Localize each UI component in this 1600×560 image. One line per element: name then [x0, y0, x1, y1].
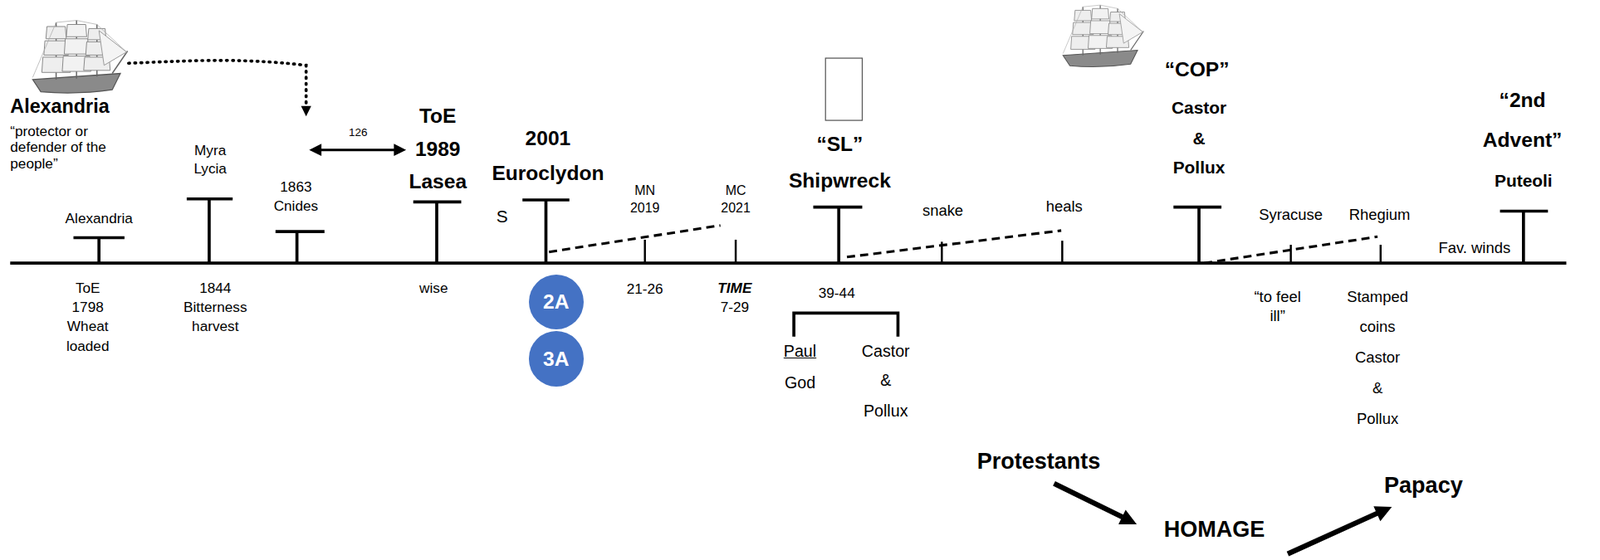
- timeline-label: Euroclydon: [491, 161, 604, 186]
- bracket: [793, 313, 898, 337]
- tick: [73, 237, 124, 264]
- timeline-label: Stamped: [1346, 288, 1409, 307]
- step-circle: 3A: [528, 331, 584, 387]
- timeline-label: &: [1192, 127, 1205, 149]
- tick: [643, 239, 646, 264]
- timeline-label: Lycia: [193, 160, 227, 178]
- timeline-label: 1863: [279, 178, 312, 196]
- timeline-label: MN: [634, 182, 656, 199]
- timeline-label: Rhegium: [1349, 205, 1411, 225]
- step-circle: 2A: [528, 274, 584, 330]
- empty-box: [825, 58, 862, 121]
- timeline-label: 2001: [525, 126, 572, 151]
- timeline-label: Fav. winds: [1438, 239, 1511, 258]
- timeline-label: Shipwreck: [788, 168, 891, 193]
- timeline-label: Alexandria: [65, 210, 133, 228]
- dashed-line: [548, 225, 720, 253]
- timeline-label: 1844: [199, 279, 231, 298]
- timeline-label: “SL”: [816, 132, 863, 157]
- timeline-label: Bitterness: [183, 298, 247, 317]
- timeline-label: Castor: [1171, 97, 1227, 118]
- homage-arrow: [1287, 513, 1378, 554]
- dotted-arrow: [128, 60, 307, 107]
- timeline-label: Pollux: [863, 401, 909, 422]
- timeline-label: 2021: [720, 200, 751, 216]
- timeline-label: wise: [419, 279, 448, 298]
- timeline-label: heals: [1046, 197, 1083, 216]
- tick: [275, 231, 325, 264]
- homage-arrow: [1054, 484, 1123, 519]
- timeline-label: “to feel: [1253, 288, 1301, 307]
- timeline-label: coins: [1360, 318, 1396, 337]
- timeline-label: S: [496, 205, 509, 227]
- timeline-label: “protector or defender of the people”: [9, 123, 135, 173]
- ship-illustration: [1062, 4, 1144, 67]
- dashed-line: [1203, 236, 1378, 264]
- timeline-label: Advent”: [1482, 127, 1563, 152]
- timeline-label: 1798: [72, 298, 104, 317]
- timeline-label: 1989: [415, 137, 461, 162]
- tick: [812, 207, 862, 265]
- timeline-label: ToE: [75, 279, 101, 298]
- tick: [1379, 244, 1382, 264]
- timeline-label: &: [1372, 379, 1383, 398]
- timeline-label: Castor: [1355, 348, 1400, 367]
- timeline-label: Lasea: [408, 169, 467, 194]
- timeline-label: loaded: [66, 337, 110, 356]
- timeline-label: ToE: [419, 103, 457, 128]
- tick: [1289, 244, 1292, 264]
- timeline-label: Paul: [783, 342, 817, 363]
- timeline-label: TIME: [717, 279, 752, 298]
- circle-text: 2A: [543, 290, 569, 314]
- timeline-label: “2nd: [1499, 88, 1547, 113]
- timeline-label: Myra: [194, 141, 226, 160]
- timeline-label: MC: [725, 182, 747, 199]
- tick: [1173, 207, 1222, 265]
- timeline-label: harvest: [191, 318, 239, 336]
- arrow-head: [1373, 506, 1392, 522]
- tick: [734, 239, 737, 264]
- timeline-label: Protestants: [977, 448, 1101, 475]
- timeline-label: Wheat: [67, 318, 109, 336]
- arrow-head: [301, 106, 312, 117]
- tick: [413, 201, 462, 264]
- tick: [1061, 240, 1063, 264]
- timeline-label: Puteoli: [1494, 170, 1553, 191]
- timeline-label: 2019: [630, 200, 661, 216]
- timeline-label: &: [880, 371, 891, 392]
- arrow-head: [308, 143, 407, 157]
- dashed-lines: [548, 225, 1378, 264]
- timeline-label: ill”: [1269, 307, 1285, 326]
- timeline-label: Syracuse: [1258, 205, 1323, 225]
- timeline-label: Castor: [861, 342, 911, 363]
- timeline-label: 39-44: [818, 284, 856, 303]
- timeline-label: Pollux: [1356, 410, 1399, 429]
- ship-illustration: [32, 20, 128, 93]
- timeline-axis: [9, 261, 1566, 265]
- timeline-label: Alexandria: [9, 94, 109, 118]
- timeline-label: “COP”: [1164, 57, 1230, 82]
- dashed-line: [846, 230, 1062, 258]
- arrow-head: [1118, 509, 1137, 525]
- timeline-label: 21-26: [626, 280, 664, 299]
- span-arrow: [319, 148, 397, 152]
- timeline-label: Cnides: [274, 197, 319, 216]
- timeline-label: snake: [922, 201, 964, 221]
- timeline-label: Papacy: [1384, 472, 1463, 500]
- tick: [522, 200, 570, 264]
- timeline-label: Pollux: [1173, 156, 1226, 178]
- timeline-label: 126: [348, 126, 368, 140]
- timeline-label: HOMAGE: [1164, 516, 1266, 544]
- timeline-label: God: [784, 373, 816, 394]
- tick: [186, 199, 233, 264]
- circle-text: 3A: [543, 347, 569, 372]
- timeline-label: 7-29: [720, 298, 749, 317]
